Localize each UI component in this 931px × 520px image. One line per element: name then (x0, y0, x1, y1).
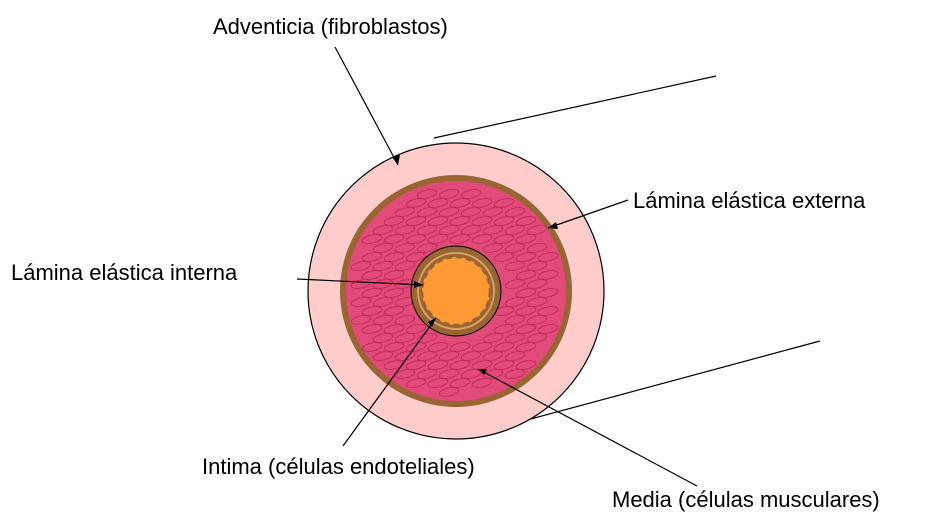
vessel-wall-line-top (434, 76, 716, 138)
label-adventicia: Adventicia (fibroblastos) (213, 16, 448, 38)
label-lamina-interna: Lámina elástica interna (11, 262, 237, 284)
label-media: Media (células musculares) (612, 489, 880, 511)
adventicia-pointer (335, 47, 398, 165)
label-lamina-externa: Lámina elástica externa (633, 190, 865, 212)
label-intima: Intima (células endoteliales) (202, 456, 475, 478)
lumen (422, 257, 490, 325)
